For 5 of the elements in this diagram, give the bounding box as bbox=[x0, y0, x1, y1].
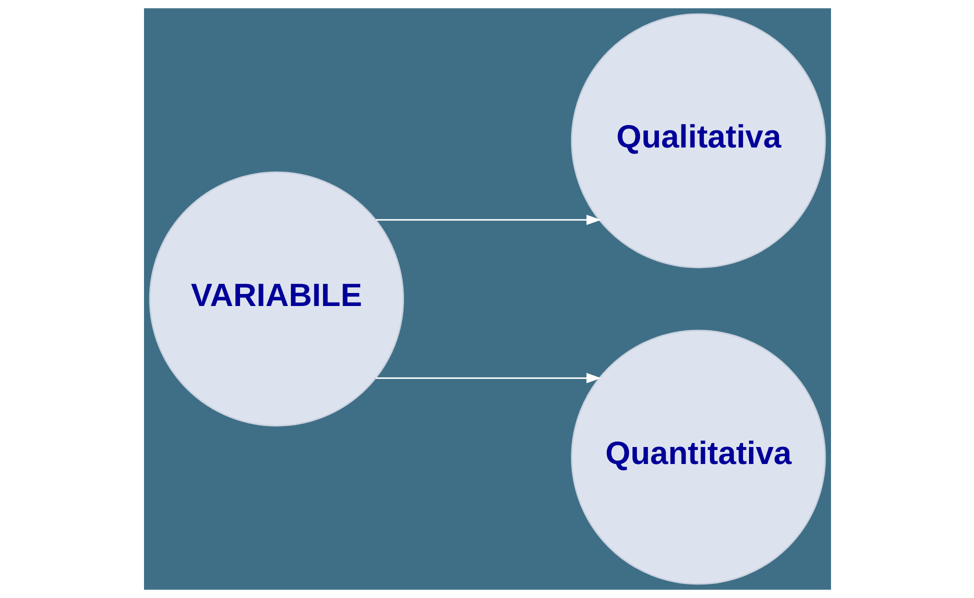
arrow bbox=[376, 372, 601, 384]
node-circle: Quantitativa bbox=[570, 330, 826, 585]
node-circle: VARIABILE bbox=[148, 172, 404, 426]
arrow bbox=[376, 214, 601, 226]
node-circle: Qualitativa bbox=[570, 13, 826, 268]
